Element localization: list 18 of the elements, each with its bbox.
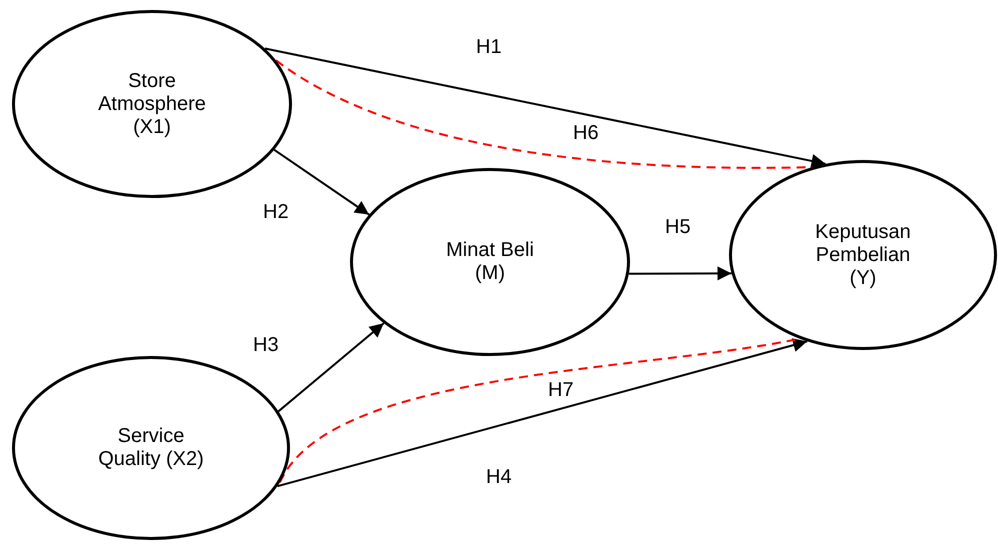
variable-ellipse xyxy=(350,168,630,356)
edge-label: H2 xyxy=(263,201,289,223)
variable-ellipse xyxy=(12,10,292,198)
arrow xyxy=(278,322,384,412)
edge-label: H3 xyxy=(253,334,279,356)
edge-label: H5 xyxy=(665,216,691,238)
variable-label: Minat Beli (M) xyxy=(445,239,535,285)
variable-label: Service Quality (X2) xyxy=(97,425,205,471)
edge-label: H1 xyxy=(476,36,502,58)
edge-label: H4 xyxy=(486,466,512,488)
variable-ellipse xyxy=(12,356,290,540)
arrow xyxy=(274,149,370,216)
variable-label: Keputusan Pembelian (Y) xyxy=(814,220,912,290)
arrow xyxy=(628,266,732,280)
variable-ellipse xyxy=(729,160,997,350)
edge-label: H7 xyxy=(548,379,574,401)
variable-label: Store Atmosphere (X1) xyxy=(97,70,207,138)
edge-label: H6 xyxy=(573,122,599,144)
